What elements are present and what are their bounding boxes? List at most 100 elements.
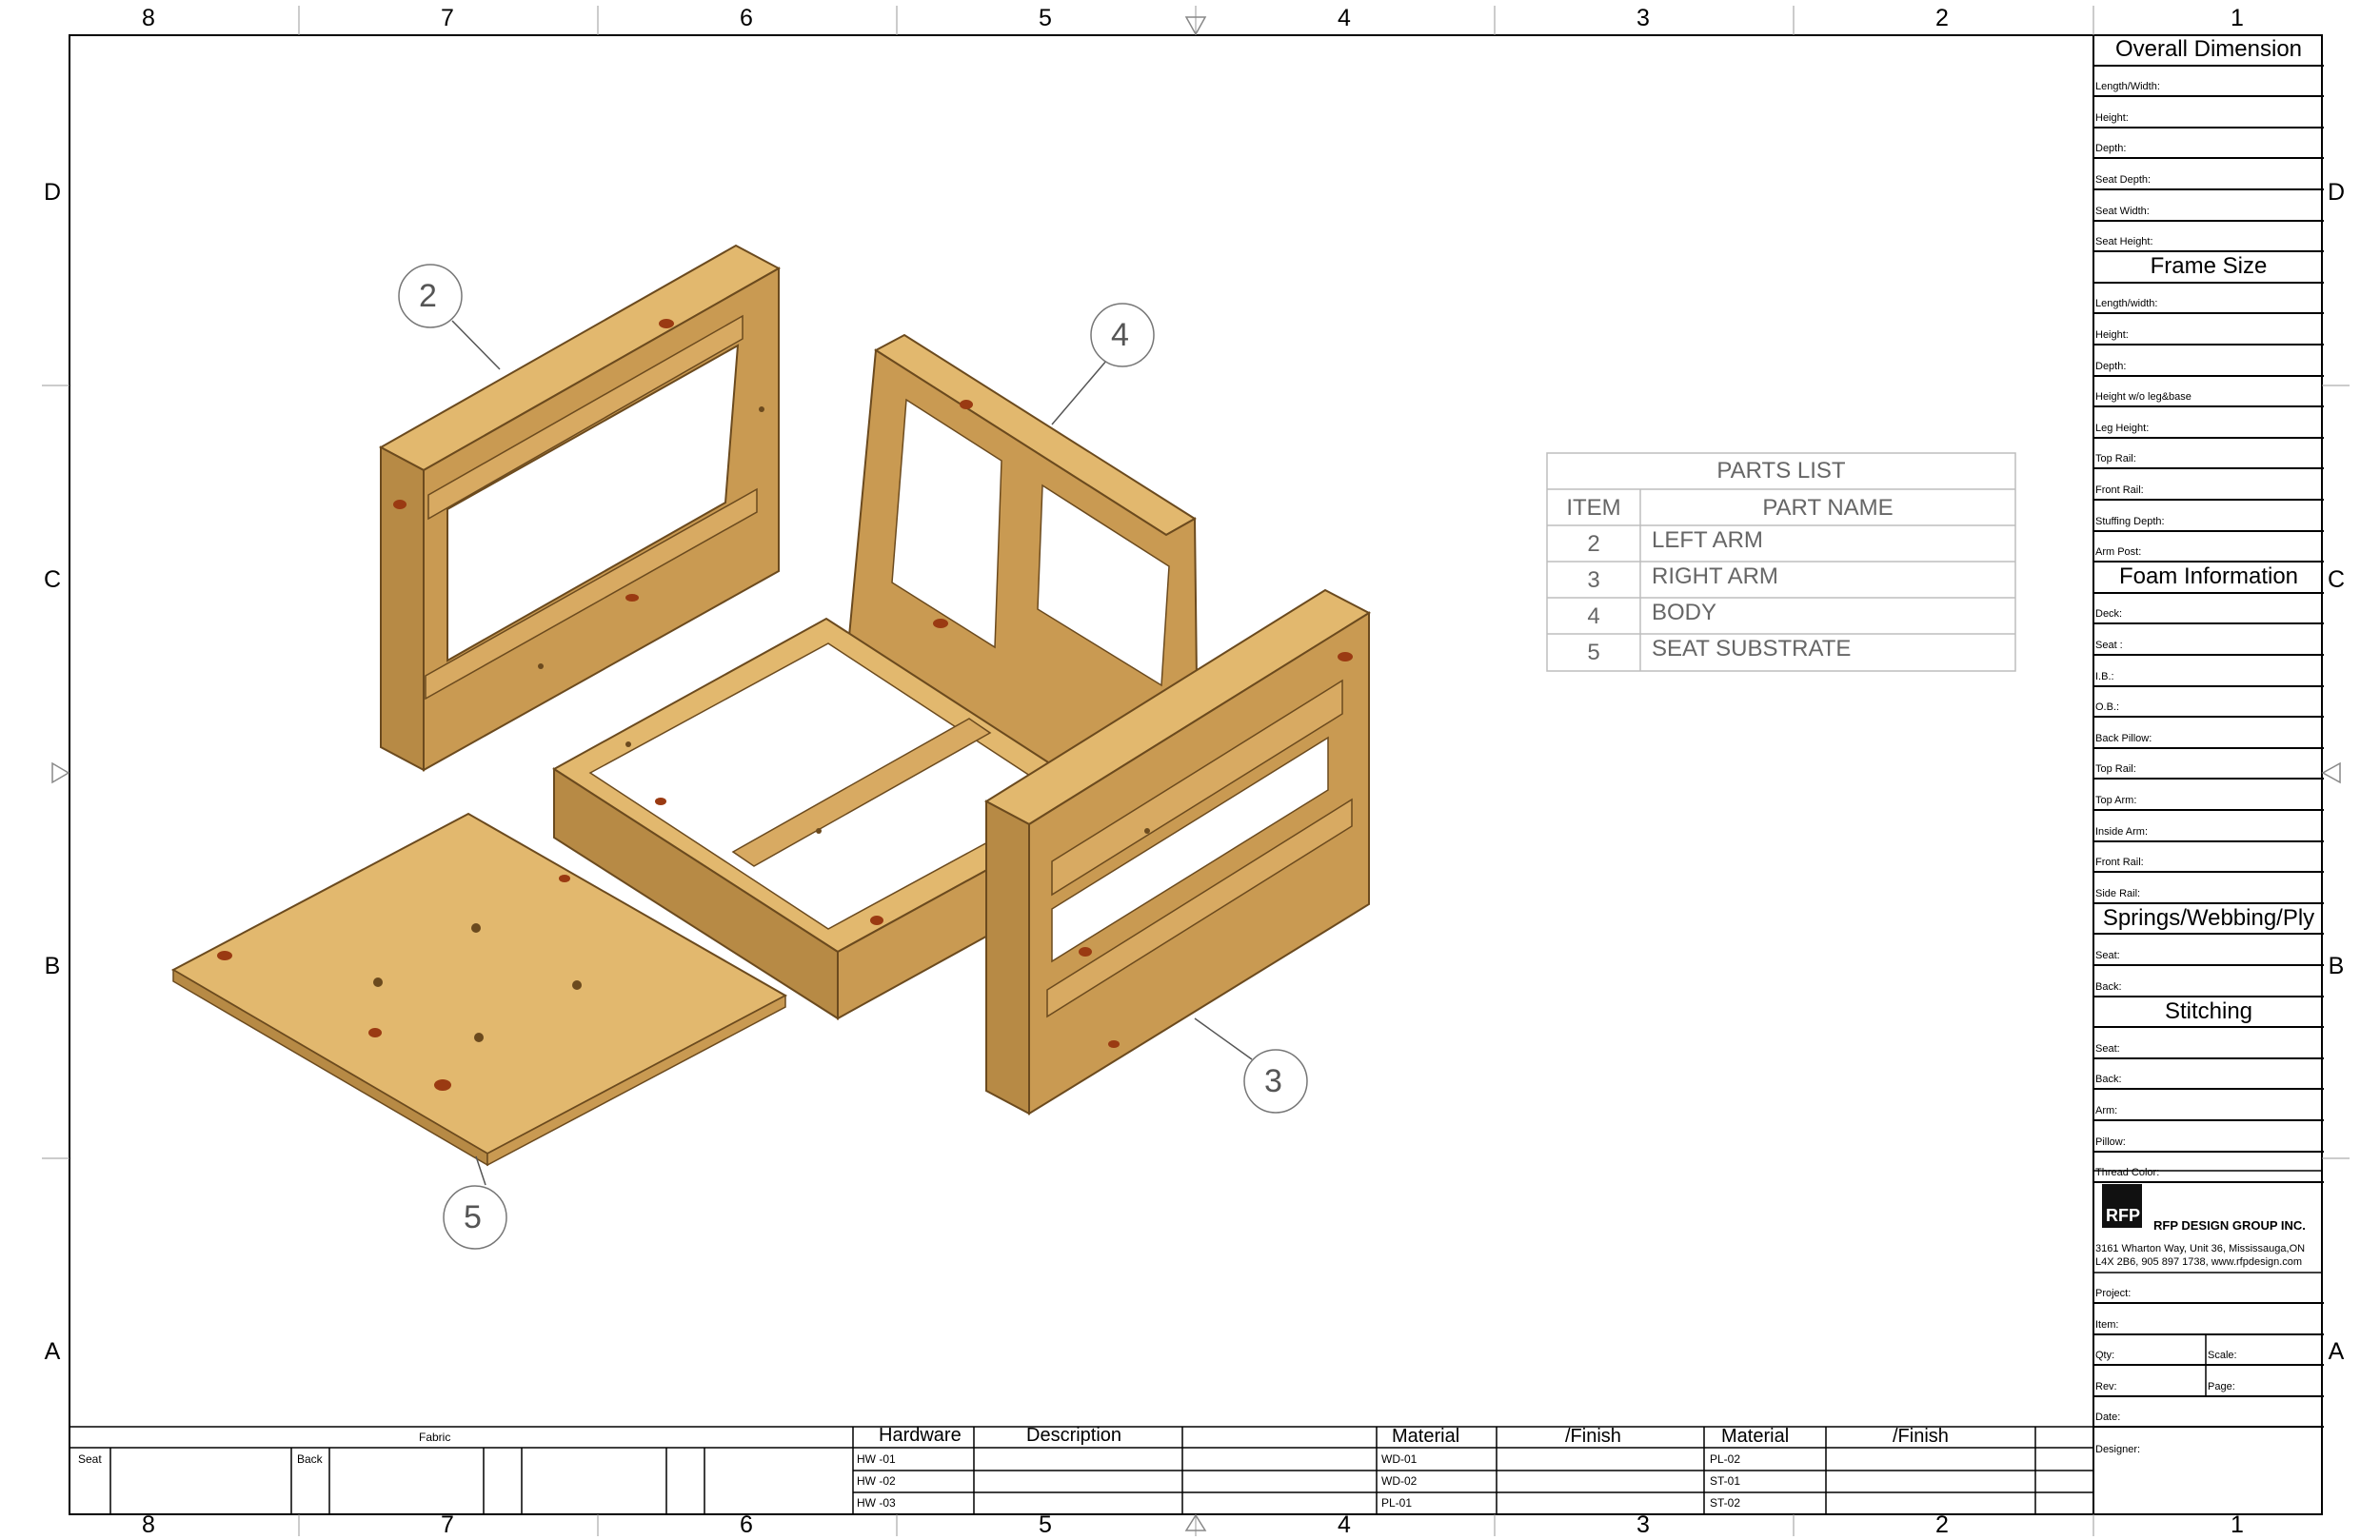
scale-label: Scale: [2208, 1349, 2237, 1361]
zone-col-6-top: 6 [740, 5, 753, 31]
zone-col-7-top: 7 [441, 5, 454, 31]
date-label: Date: [2095, 1411, 2121, 1423]
zone-col-5-bottom: 5 [1039, 1511, 1052, 1538]
company-address-line1: 3161 Wharton Way, Unit 36, Mississauga,O… [2095, 1243, 2306, 1254]
zone-col-6-bottom: 6 [740, 1511, 753, 1538]
hardware-code: HW -02 [857, 1474, 896, 1488]
zone-row-a-left: A [44, 1338, 61, 1365]
spec-field-row: Arm: [2093, 1090, 2324, 1121]
spec-field-label: Top Arm: [2095, 794, 2137, 806]
rev-label: Rev: [2095, 1380, 2117, 1392]
spec-field-row: Thread Color: [2093, 1153, 2324, 1184]
callout-2: 2 [419, 278, 437, 314]
spec-section-title: Foam Information [2118, 563, 2299, 590]
bottom-ruler [298, 1514, 2094, 1536]
left-arm-frame [378, 244, 782, 772]
spec-field-row: Pillow: [2093, 1121, 2324, 1153]
spec-section-title: Overall Dimension [2114, 36, 2303, 63]
spec-field-row: Leg Height: [2093, 407, 2324, 439]
side-ruler [42, 385, 2350, 1159]
material-code: WD-01 [1381, 1452, 1418, 1466]
right-arm-frame [984, 588, 1372, 1116]
body-frame [552, 333, 1200, 1020]
parts-list-item: 3 [1587, 567, 1600, 593]
spec-field-label: Depth: [2095, 360, 2127, 372]
zone-col-1-top: 1 [2231, 5, 2244, 31]
spec-field-row: Seat: [2093, 1028, 2324, 1059]
zone-row-b-left: B [44, 953, 61, 979]
spec-field-row: Seat: [2093, 935, 2324, 966]
spec-field-label: Seat: [2095, 949, 2120, 961]
designer-label: Designer: [2095, 1443, 2141, 1455]
zone-col-4-top: 4 [1338, 5, 1351, 31]
zone-col-7-bottom: 7 [441, 1511, 454, 1538]
fabric-back-label: Back [297, 1452, 323, 1466]
spec-field-label: Length/width: [2095, 298, 2158, 310]
spec-field-label: O.B.: [2095, 701, 2120, 714]
zone-row-c-right: C [2327, 566, 2346, 593]
spec-field-label: Thread Color: [2095, 1167, 2160, 1179]
parts-list-title: PARTS LIST [1716, 458, 1846, 484]
rev-page-row: Rev: Page: [2093, 1366, 2324, 1397]
zone-row-c-left: C [43, 566, 62, 593]
spec-section-header: Foam Information [2093, 563, 2324, 594]
spec-field-row: Front Rail: [2093, 842, 2324, 874]
material-code: WD-02 [1381, 1474, 1418, 1488]
company-logo: RFP [2102, 1184, 2142, 1228]
spec-field-row: Stuffing Depth: [2093, 501, 2324, 532]
parts-list-item: 5 [1587, 640, 1600, 665]
material-code: PL-01 [1381, 1496, 1413, 1510]
spec-field-row: Side Rail: [2093, 873, 2324, 904]
spec-field-label: Leg Height: [2095, 422, 2150, 434]
top-ruler [298, 6, 2094, 35]
callout-bubble-2 [398, 264, 463, 328]
spec-field-label: Top Rail: [2095, 453, 2136, 465]
spec-field-row: Front Rail: [2093, 469, 2324, 501]
spec-field-row: Length/width: [2093, 284, 2324, 315]
spec-field-label: Back: [2095, 980, 2122, 993]
spec-section-title: Springs/Webbing/Ply [2102, 905, 2315, 932]
spec-field-label: Back: [2095, 1074, 2122, 1086]
parts-list-grid [1546, 452, 2016, 672]
finish-header-1: /Finish [1565, 1426, 1621, 1447]
finish-header-2: /Finish [1893, 1426, 1949, 1447]
spec-field-row: Height: [2093, 97, 2324, 128]
spec-field-label: Seat Width: [2095, 205, 2150, 217]
item-label: Item: [2095, 1318, 2119, 1331]
spec-field-label: Deck: [2095, 608, 2123, 621]
callout-bubble-5 [443, 1185, 507, 1250]
callout-bubbles [398, 264, 1308, 1250]
callout-3: 3 [1264, 1063, 1282, 1099]
zone-col-4-bottom: 4 [1338, 1511, 1351, 1538]
zone-row-a-right: A [2328, 1338, 2345, 1365]
center-mark-left [51, 761, 70, 784]
fabric-header: Fabric [419, 1431, 451, 1444]
callout-5: 5 [464, 1199, 482, 1235]
zone-col-8-bottom: 8 [142, 1511, 155, 1538]
bottom-table-grid [69, 1426, 2093, 1514]
spec-field-row: Top Rail: [2093, 439, 2324, 470]
spec-field-label: Arm: [2095, 1104, 2118, 1116]
spec-field-row: Height w/o leg&base [2093, 377, 2324, 408]
parts-list-item: 2 [1587, 531, 1600, 557]
hardware-code: HW -01 [857, 1452, 896, 1466]
spec-field-label: I.B.: [2095, 670, 2114, 682]
item-row: Item: [2093, 1304, 2324, 1335]
spec-field-label: Stuffing Depth: [2095, 515, 2165, 527]
company-name: RFP DESIGN GROUP INC. [2153, 1218, 2306, 1233]
spec-field-row: Deck: [2093, 594, 2324, 625]
spec-section-header: Frame Size [2093, 252, 2324, 284]
spec-field-row: Back Pillow: [2093, 718, 2324, 749]
material-code: ST-01 [1710, 1474, 1741, 1488]
callout-bubble-3 [1243, 1049, 1308, 1114]
spec-field-label: Depth: [2095, 143, 2127, 155]
hardware-header: Hardware [879, 1425, 962, 1446]
spec-section-header: Springs/Webbing/Ply [2093, 904, 2324, 936]
spec-field-row: Depth: [2093, 346, 2324, 377]
spec-field-label: Length/Width: [2095, 81, 2160, 93]
center-mark-right [2321, 761, 2341, 784]
spec-field-label: Seat: [2095, 1042, 2120, 1055]
zone-col-5-top: 5 [1039, 5, 1052, 31]
material-header-2: Material [1721, 1426, 1790, 1447]
